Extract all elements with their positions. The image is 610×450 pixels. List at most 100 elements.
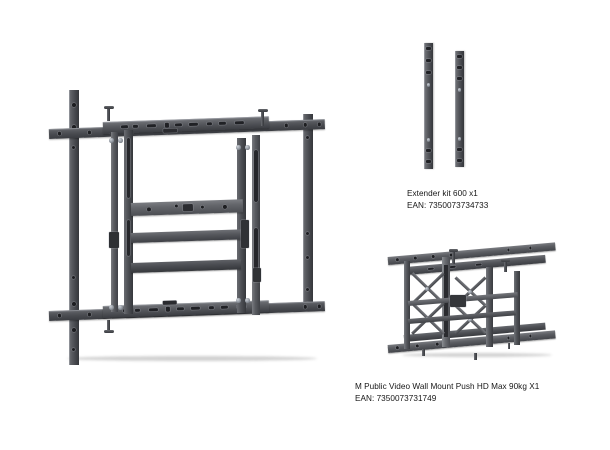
wall-rail-left-hole bbox=[72, 146, 76, 150]
extender-rail-hole bbox=[426, 71, 431, 75]
wall-rail-right-hole bbox=[306, 136, 310, 140]
push-post-far-right bbox=[514, 271, 520, 345]
inner-post-left-outer bbox=[111, 132, 118, 312]
bracket-slot bbox=[220, 305, 228, 309]
inner-post-left-adjuster bbox=[109, 232, 119, 248]
handle-hook bbox=[258, 109, 268, 113]
push-foot-peg bbox=[422, 349, 425, 356]
bracket-slot bbox=[208, 305, 214, 309]
bar-hole bbox=[303, 305, 308, 309]
cross-bar-hole bbox=[222, 204, 227, 209]
handle-hook bbox=[449, 249, 458, 252]
bracket-slot bbox=[132, 124, 139, 128]
cross-bar-body bbox=[130, 229, 242, 243]
extender-rail-bolt bbox=[457, 88, 462, 92]
wall-rail-right-hole bbox=[306, 288, 310, 292]
push-post-right bbox=[486, 267, 493, 347]
product-image-extender-kit bbox=[412, 38, 492, 178]
release-handle-left bbox=[103, 106, 117, 122]
wall-rail-left bbox=[69, 90, 79, 365]
cross-bar-bottom bbox=[130, 259, 242, 274]
extender-rail-hole bbox=[426, 47, 431, 51]
wall-rail-left-hole bbox=[72, 125, 76, 129]
wall-rail-right-hole bbox=[306, 256, 310, 260]
push-foot-peg bbox=[508, 343, 511, 349]
inner-post-left-track bbox=[126, 138, 130, 198]
handle-stem bbox=[261, 109, 265, 126]
scissor-arm-right-bay bbox=[452, 276, 488, 335]
bracket-slot bbox=[148, 307, 159, 311]
extender-rail-bolt bbox=[426, 138, 431, 142]
extender-rail-left-highlight bbox=[424, 43, 426, 169]
junction-bolt bbox=[118, 138, 123, 143]
bar-hole bbox=[317, 122, 322, 127]
release-handle-right bbox=[256, 109, 270, 127]
scissor-pivot-bolt bbox=[425, 286, 430, 291]
wall-rail-left-hole bbox=[72, 328, 76, 332]
extender-rail-bolt bbox=[426, 83, 431, 87]
bracket-slot bbox=[134, 308, 141, 312]
extender-rail-right bbox=[455, 51, 465, 167]
scissor-pivot-bolt bbox=[468, 289, 473, 294]
bracket-slot bbox=[218, 121, 226, 125]
bracket-center-cutout bbox=[162, 300, 177, 305]
bar-hole bbox=[317, 304, 322, 309]
extender-rail-bolt bbox=[457, 137, 462, 141]
extender-rail-right-body bbox=[455, 51, 464, 167]
bar-hole bbox=[284, 123, 289, 128]
extender-rail-hole bbox=[426, 59, 431, 63]
cross-bar-hole bbox=[146, 206, 152, 211]
release-handle-bottom bbox=[103, 320, 117, 334]
extender-rail-right-highlight bbox=[455, 51, 457, 167]
caption-ean: EAN: 7350073731749 bbox=[355, 393, 437, 403]
junction-bolt bbox=[118, 305, 123, 310]
extender-rail-hole bbox=[457, 77, 462, 81]
caption-title: Extender kit 600 x1 bbox=[407, 189, 478, 198]
junction-bolt bbox=[236, 145, 241, 150]
handle-stem bbox=[107, 106, 111, 121]
bracket-slot bbox=[188, 122, 198, 126]
push-release-handle bbox=[448, 249, 460, 265]
extender-rail-hole bbox=[457, 148, 462, 152]
wall-rail-left-hole bbox=[72, 103, 76, 107]
junction-bolt bbox=[109, 305, 114, 310]
handle-stem bbox=[504, 259, 507, 272]
bracket-slot bbox=[146, 123, 157, 127]
extender-rail-hole bbox=[457, 66, 462, 70]
wall-rail-right-hole bbox=[306, 232, 310, 236]
push-post-left bbox=[404, 261, 410, 349]
inner-post-right-outer bbox=[252, 135, 260, 315]
junction-bolt bbox=[245, 298, 250, 303]
bar-hole bbox=[57, 313, 62, 318]
handle-stem bbox=[107, 320, 111, 333]
drop-shadow bbox=[67, 356, 317, 361]
mid-frame-detail bbox=[253, 268, 261, 282]
scissor-pivot-bolt bbox=[468, 317, 473, 322]
extender-rail-left bbox=[424, 43, 434, 169]
bar-hole bbox=[57, 131, 62, 136]
wall-rail-left-hole bbox=[72, 302, 76, 306]
wall-rail-left-hole bbox=[72, 276, 76, 280]
handle-hook bbox=[501, 259, 510, 262]
bracket-slot bbox=[234, 120, 244, 124]
bar-hole bbox=[303, 123, 308, 127]
junction-bolt bbox=[245, 145, 250, 150]
extender-rail-left-body bbox=[424, 43, 433, 169]
bracket-slot bbox=[190, 306, 200, 310]
bar-hole bbox=[87, 130, 92, 135]
bracket-slot bbox=[176, 306, 184, 310]
extender-rail-hole bbox=[426, 149, 431, 153]
cross-bar-middle bbox=[130, 229, 242, 244]
bracket-slot bbox=[206, 121, 212, 125]
cross-bar-body bbox=[130, 259, 242, 273]
bracket-slot bbox=[120, 124, 129, 128]
push-release-handle-2 bbox=[500, 259, 512, 273]
wall-rail-left-hole bbox=[72, 348, 76, 352]
product-image-push-hd-mount bbox=[382, 242, 597, 368]
caption-extender-kit: Extender kit 600 x1 EAN: 7350073734733 bbox=[407, 188, 488, 211]
cross-bar-top bbox=[130, 199, 244, 217]
drop-shadow bbox=[402, 353, 552, 357]
junction-bolt bbox=[236, 298, 241, 303]
wall-rail-right-highlight bbox=[303, 114, 305, 310]
